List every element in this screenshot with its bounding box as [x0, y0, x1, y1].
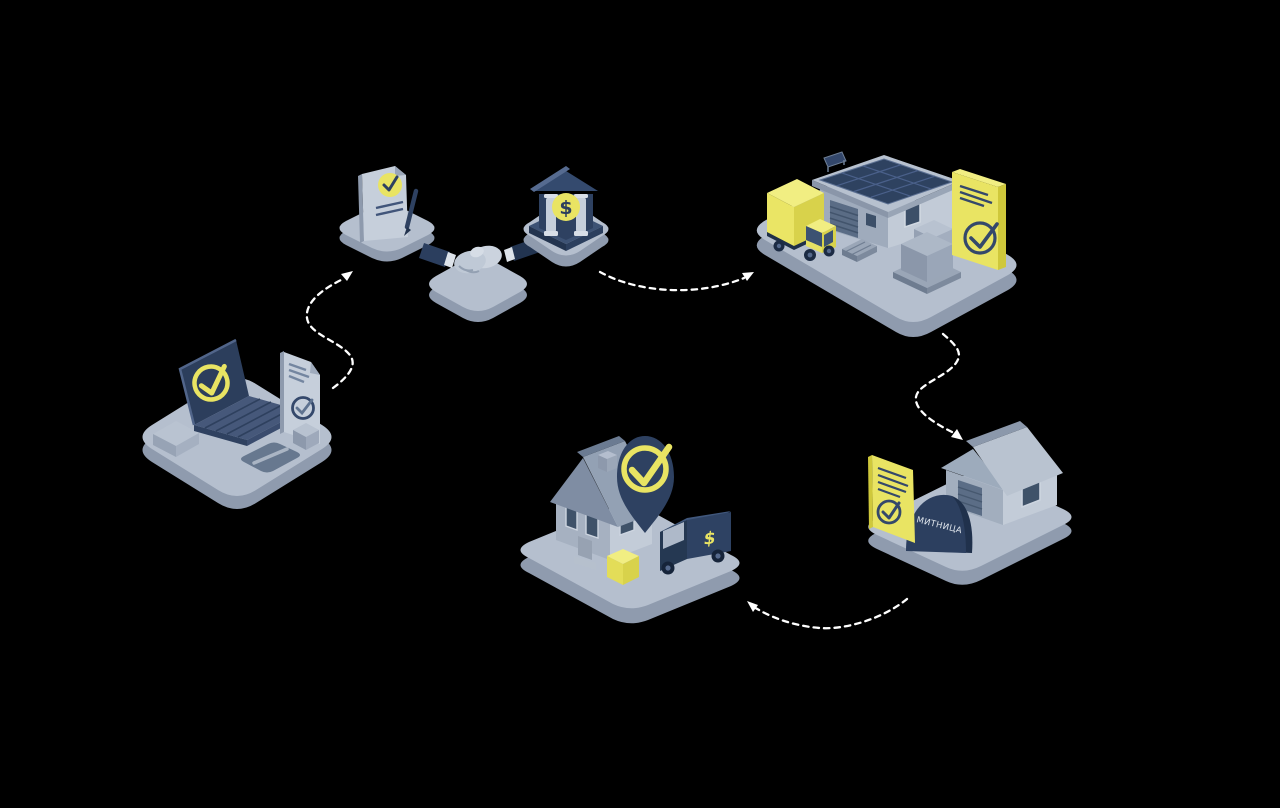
- document-fold: [310, 362, 320, 375]
- contract-lines: [375, 200, 404, 217]
- van-windshield: [663, 522, 684, 549]
- customs-house: [941, 421, 1063, 525]
- scene-warehouse-loading: [756, 151, 1017, 337]
- van-side: [687, 512, 731, 559]
- scene-contract-handshake-bank: $: [339, 166, 609, 322]
- solar-panels: [818, 158, 954, 205]
- location-pin-icon: [617, 436, 674, 533]
- customs-roof-right: [973, 427, 1063, 496]
- truck-box-left: [767, 193, 794, 246]
- truck-box-top: [767, 179, 824, 207]
- approved-check-icon: [192, 363, 230, 402]
- board-lines: [959, 184, 993, 208]
- package-box: [607, 549, 639, 585]
- cargo-boxes: [893, 220, 961, 294]
- signature-pen-icon: [404, 188, 419, 236]
- warehouse-building: [812, 151, 960, 248]
- contract-pedestal: [339, 166, 435, 262]
- dollar-badge-icon: [552, 193, 580, 221]
- bank-dollar-sign: $: [559, 197, 572, 219]
- customs-arch: МИТНИЦА: [906, 494, 973, 553]
- warehouse-window-small: [866, 213, 876, 228]
- garage-door: [829, 200, 859, 238]
- cab-window: [824, 230, 833, 247]
- van-dollar-sign: $: [703, 528, 717, 549]
- delivery-van: $: [660, 511, 731, 575]
- approved-document-board: [952, 169, 1006, 270]
- customs-gable: [941, 449, 1007, 491]
- pen-icon: [252, 447, 289, 465]
- check-stamp-icon: [291, 396, 315, 420]
- van-wheels: [661, 549, 725, 575]
- handshake-pedestal: [419, 238, 540, 322]
- scene-online-order: [142, 338, 332, 509]
- flow-arrow-1: [305, 271, 354, 390]
- truck-wheels: [773, 240, 835, 261]
- cargo-truck: [767, 179, 836, 261]
- scene-customs-clearance: МИТНИЦА: [868, 421, 1072, 585]
- house-door: [578, 536, 592, 560]
- customs-check-icon: [876, 499, 902, 525]
- contract-document: [358, 166, 408, 243]
- flow-arrows: [305, 270, 963, 630]
- flow-arrow-2: [598, 270, 754, 292]
- empty-pallet: [842, 239, 877, 262]
- flow-arrow-4: [747, 597, 909, 630]
- door-step: [574, 556, 596, 570]
- scene-home-delivery: $: [520, 436, 740, 624]
- house-gable: [550, 458, 618, 527]
- flow-arrow-3: [914, 332, 963, 440]
- customs-document: [868, 455, 915, 543]
- laptop: [178, 338, 302, 446]
- document-lines: [288, 362, 310, 384]
- chimney: [598, 451, 617, 472]
- pen-tray: [241, 442, 300, 473]
- bank-pedestal: $: [523, 166, 609, 267]
- bank-building: $: [529, 166, 603, 251]
- small-box: [153, 421, 199, 457]
- board-check-icon: [963, 221, 999, 255]
- roof-hatch: [823, 151, 847, 172]
- base-cube: [293, 423, 319, 450]
- verified-document: [280, 351, 320, 450]
- truck-cab: [806, 219, 836, 253]
- customs-document-lines: [877, 466, 909, 499]
- bank-pediment: [534, 171, 598, 191]
